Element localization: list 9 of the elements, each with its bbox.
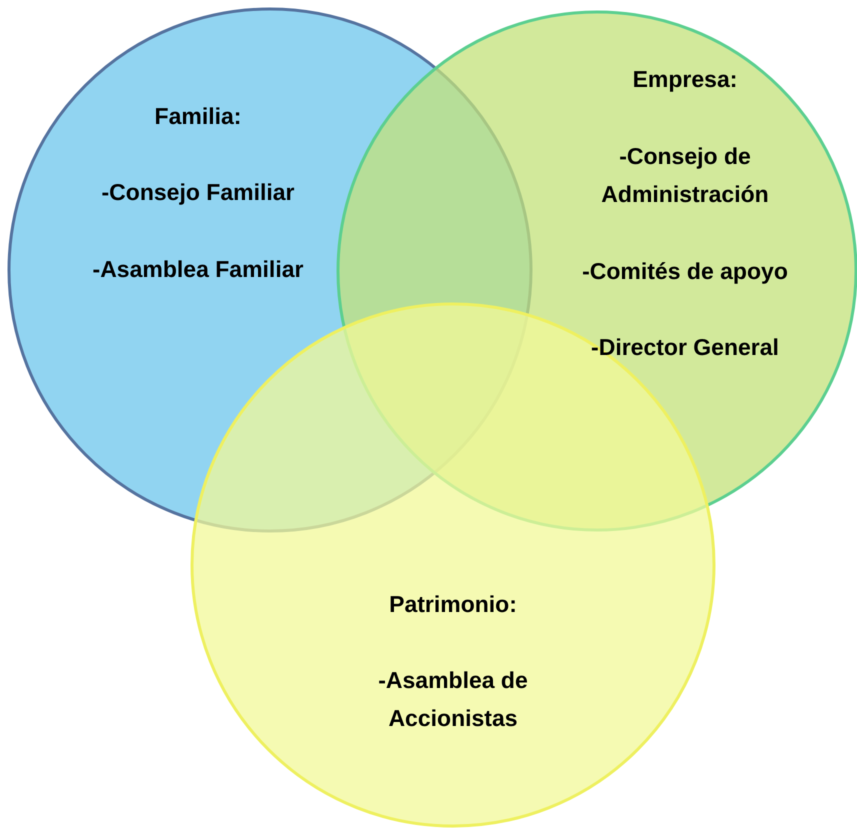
list-item: -Consejo de Administración xyxy=(600,142,770,209)
circle-heading: Empresa: xyxy=(632,65,738,94)
list-item: -Comités de apoyo xyxy=(581,257,789,286)
circle-heading: Familia: xyxy=(154,102,242,131)
circle-heading: Patrimonio: xyxy=(388,590,518,619)
list-item: -Consejo Familiar xyxy=(100,178,296,207)
list-item: -Director General xyxy=(590,333,780,362)
list-item: -Asamblea Familiar xyxy=(92,255,304,284)
list-item: -Asamblea de Accionistas xyxy=(377,666,529,733)
